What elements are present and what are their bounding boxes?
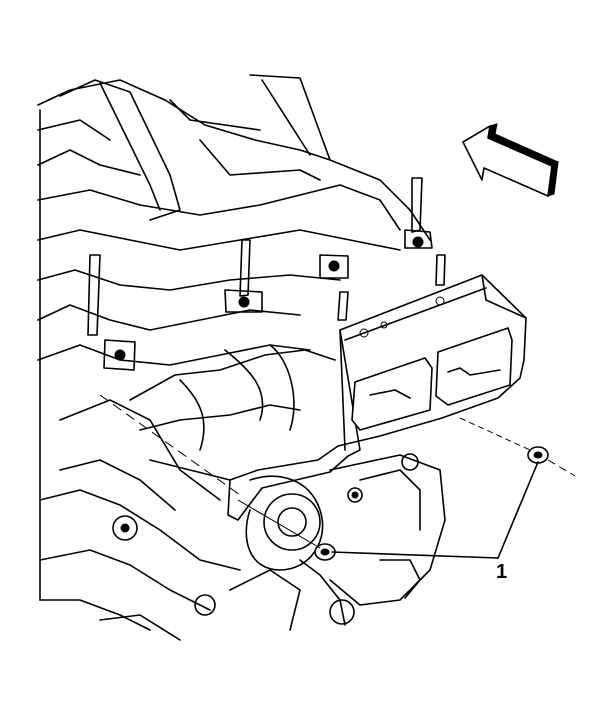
heat-shield-nut-front xyxy=(527,446,549,464)
lower-engine-block xyxy=(39,453,446,641)
front-arrow-icon xyxy=(462,123,560,197)
exhaust-manifold xyxy=(59,344,336,511)
engine-upper-intake xyxy=(37,74,431,601)
callout-1-label: 1 xyxy=(496,561,508,583)
callout-1-leaders xyxy=(331,461,539,559)
alignment-lines xyxy=(99,394,576,549)
heat-shield xyxy=(227,274,527,521)
injector-studs xyxy=(87,177,446,371)
